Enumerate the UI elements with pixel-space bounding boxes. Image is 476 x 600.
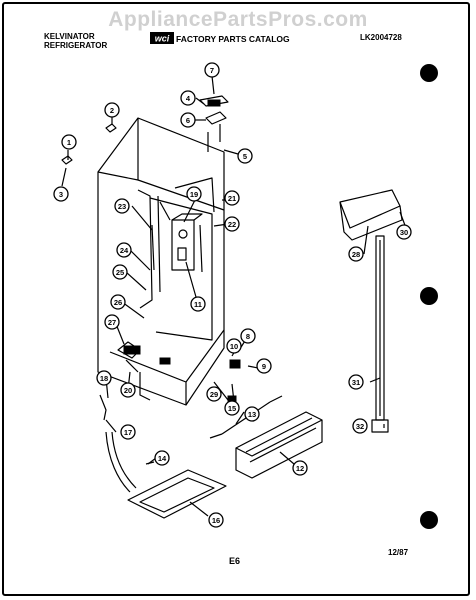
callout-26: 26 xyxy=(110,294,126,310)
svg-text:18: 18 xyxy=(100,374,108,383)
callout-12: 12 xyxy=(292,460,308,476)
callout-5: 5 xyxy=(237,148,253,164)
svg-text:22: 22 xyxy=(228,220,236,229)
svg-text:30: 30 xyxy=(400,228,408,237)
svg-text:13: 13 xyxy=(248,410,256,419)
callout-28: 28 xyxy=(348,246,364,262)
callout-25: 25 xyxy=(112,264,128,280)
svg-text:28: 28 xyxy=(352,250,360,259)
callout-15: 15 xyxy=(224,400,240,416)
svg-text:24: 24 xyxy=(120,246,129,255)
callout-30: 30 xyxy=(396,224,412,240)
catalog-date: 12/87 xyxy=(388,548,409,557)
binder-hole xyxy=(420,511,438,529)
callout-7: 7 xyxy=(204,62,220,78)
callout-32: 32 xyxy=(352,418,368,434)
callout-1: 1 xyxy=(61,134,77,150)
svg-text:29: 29 xyxy=(210,390,218,399)
door-panel xyxy=(339,189,401,229)
svg-text:23: 23 xyxy=(118,202,126,211)
svg-text:11: 11 xyxy=(194,300,202,309)
svg-text:20: 20 xyxy=(124,386,132,395)
svg-text:3: 3 xyxy=(59,190,63,199)
callout-18: 18 xyxy=(96,370,112,386)
svg-text:16: 16 xyxy=(212,516,220,525)
callout-19: 19 xyxy=(186,186,202,202)
svg-text:8: 8 xyxy=(246,332,250,341)
callout-13: 13 xyxy=(244,406,260,422)
svg-text:31: 31 xyxy=(352,378,360,387)
binder-hole xyxy=(420,64,438,82)
callout-2: 2 xyxy=(104,102,120,118)
svg-text:12: 12 xyxy=(296,464,304,473)
svg-text:wci: wci xyxy=(155,34,170,44)
callout-17: 17 xyxy=(120,424,136,440)
callout-14: 14 xyxy=(154,450,170,466)
svg-text:25: 25 xyxy=(116,268,124,277)
drain-pan xyxy=(127,469,227,519)
brand-name: KELVINATOR xyxy=(44,32,95,41)
control-box xyxy=(171,219,195,271)
page-frame xyxy=(2,2,470,596)
svg-text:10: 10 xyxy=(230,342,238,351)
svg-text:9: 9 xyxy=(262,362,266,371)
callout-8: 8 xyxy=(240,328,256,344)
callout-11: 11 xyxy=(190,296,206,312)
catalog-title: FACTORY PARTS CATALOG xyxy=(176,34,290,44)
appliance-type: REFRIGERATOR xyxy=(44,41,108,50)
svg-text:27: 27 xyxy=(108,318,116,327)
svg-text:7: 7 xyxy=(210,66,214,75)
binder-hole xyxy=(420,287,438,305)
callout-29: 29 xyxy=(206,386,222,402)
callout-3: 3 xyxy=(53,186,69,202)
callout-31: 31 xyxy=(348,374,364,390)
svg-text:5: 5 xyxy=(243,152,247,161)
callout-23: 23 xyxy=(114,198,130,214)
watermark: AppliancePartsPros.com xyxy=(108,8,368,31)
svg-text:21: 21 xyxy=(228,194,236,203)
callout-4: 4 xyxy=(180,90,196,106)
callout-9: 9 xyxy=(256,358,272,374)
callout-20: 20 xyxy=(120,382,136,398)
model-number: LK2004728 xyxy=(360,33,402,42)
svg-text:6: 6 xyxy=(186,116,190,125)
svg-text:17: 17 xyxy=(124,428,132,437)
callout-16: 16 xyxy=(208,512,224,528)
svg-text:14: 14 xyxy=(158,454,167,463)
svg-text:26: 26 xyxy=(114,298,122,307)
callout-21: 21 xyxy=(224,190,240,206)
callout-27: 27 xyxy=(104,314,120,330)
callout-22: 22 xyxy=(224,216,240,232)
svg-text:19: 19 xyxy=(190,190,198,199)
callout-10: 10 xyxy=(226,338,242,354)
svg-text:1: 1 xyxy=(67,138,71,147)
wci-logo: wci xyxy=(150,32,174,44)
svg-text:2: 2 xyxy=(110,106,114,115)
page-code: E6 xyxy=(229,556,241,566)
callout-24: 24 xyxy=(116,242,132,258)
svg-text:15: 15 xyxy=(228,404,236,413)
callout-6: 6 xyxy=(180,112,196,128)
svg-text:32: 32 xyxy=(356,422,364,431)
svg-text:4: 4 xyxy=(186,94,191,103)
